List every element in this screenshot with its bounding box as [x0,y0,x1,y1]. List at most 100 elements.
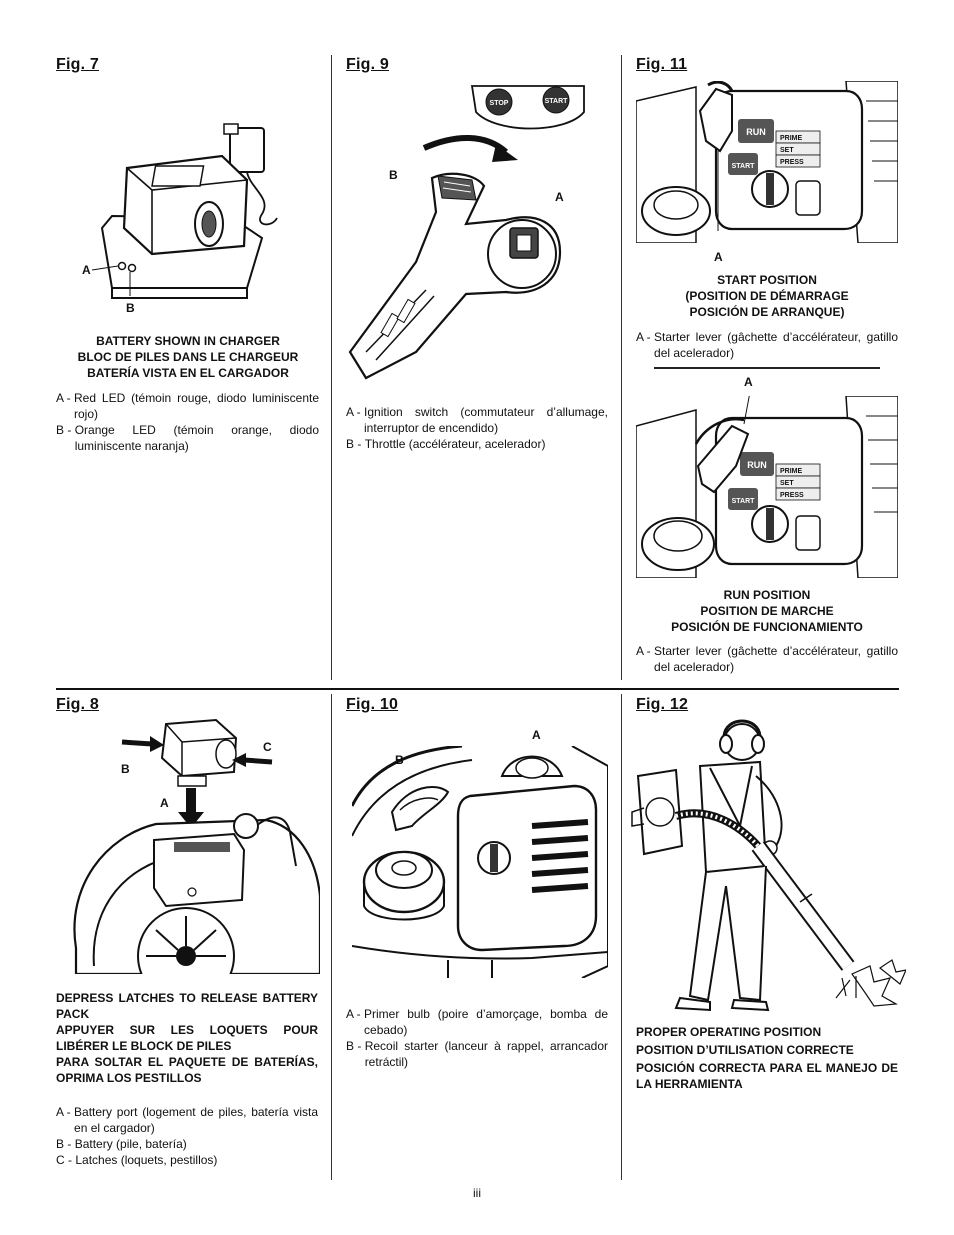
legend-key: B - [56,1137,72,1151]
fig11-start-position-illustration: RUN START PRIME SET PRESS [636,81,898,243]
legend-item: A - Ignition switch (commutateur d’allum… [346,404,608,436]
column-divider-left [331,55,332,680]
fig11-run-legend: A - Starter lever (gâchette d’accélérate… [636,643,898,675]
fig7-title: Fig. 7 [56,56,99,73]
fig11-press-label: PRESS [780,159,804,166]
legend-item: B - Battery (pile, batería) [56,1136,318,1152]
fig8-caption: DEPRESS LATCHES TO RELEASE BATTERY PACK … [56,990,318,1086]
legend-item: B - Recoil starter (lanceur à rappel, ar… [346,1038,608,1070]
legend-key: A - [636,644,651,658]
fig11-run-caption-line: RUN POSITION [723,588,811,602]
fig11-run-label-lower: RUN [747,460,767,470]
fig11-start-legend: A - Starter lever (gâchette d’accélérate… [636,329,898,361]
legend-text: Ignition switch (commutateur d’allumage,… [364,405,608,435]
column-divider-left-lower [331,694,332,1180]
fig7-caption: BATTERY SHOWN IN CHARGER BLOC DE PILES D… [56,333,320,381]
legend-text: Recoil starter (lanceur à rappel, arranc… [364,1039,608,1069]
fig11-start-caption-line: (POSITION DE DÉMARRAGE [685,289,849,303]
fig11-press-label-lower: PRESS [780,492,804,499]
fig10-engine-illustration [352,746,608,978]
fig11-start-caption-line: START POSITION [717,273,817,287]
fig9-callout-b: B [389,168,398,182]
fig9-start-label: START [545,98,569,105]
fig7-battery-charger-illustration [72,118,292,303]
fig8-callout-c: C [263,740,272,754]
fig11-separator [654,367,880,369]
fig11-run-position-illustration: RUN START PRIME SET PRESS [636,396,898,578]
fig11-run-caption: RUN POSITION POSITION DE MARCHE POSICIÓN… [636,587,898,635]
fig7-legend: A - Red LED (témoin rouge, diodo luminis… [56,390,319,454]
fig11-run-label: RUN [746,127,766,137]
fig12-caption: PROPER OPERATING POSITION POSITION D’UTI… [636,1024,898,1092]
fig8-legend: A - Battery port (logement de piles, bat… [56,1104,318,1168]
fig11-start-caption-line: POSICIÓN DE ARRANQUE) [689,305,845,319]
legend-key: A - [56,391,71,405]
fig8-title: Fig. 8 [56,696,99,713]
fig7-caption-line: BATTERY SHOWN IN CHARGER [96,334,280,348]
legend-key: A - [346,1007,361,1021]
fig12-title: Fig. 12 [636,696,689,713]
fig11-start-caption: START POSITION (POSITION DE DÉMARRAGE PO… [636,272,898,320]
fig12-caption-line: POSITION D’UTILISATION CORRECTE [636,1043,854,1057]
fig8-caption-line: PARA SOLTAR EL PAQUETE DE BATERÍAS, OPRI… [56,1055,318,1085]
fig12-caption-line: POSICIÓN CORRECTA PARA EL MANEJO DE LA H… [636,1061,898,1091]
fig11-bottom-callout-a: A [744,375,753,389]
fig11-start-label: START [732,163,756,170]
legend-item: A - Starter lever (gâchette d’accélérate… [636,643,898,675]
legend-key: B - [346,1039,362,1053]
legend-text: Primer bulb (poire d’amorçage, bomba de … [364,1007,608,1037]
column-divider-right-lower [621,694,622,1180]
legend-item: C - Latches (loquets, pestillos) [56,1152,318,1168]
legend-item: A - Red LED (témoin rouge, diodo luminis… [56,390,319,422]
legend-key: A - [346,405,361,419]
fig11-run-caption-line: POSITION DE MARCHE [700,604,834,618]
legend-item: B - Orange LED (témoin orange, diodo lum… [56,422,319,454]
fig10-callout-a: A [532,728,541,742]
fig9-title: Fig. 9 [346,56,389,73]
fig11-top-callout-a: A [714,250,723,264]
legend-text: Red LED (témoin rouge, diodo luminiscent… [74,391,319,421]
fig8-caption-line: APPUYER SUR LES LOQUETS POUR LIBÉRER LE … [56,1023,318,1053]
legend-item: A - Starter lever (gâchette d’accélérate… [636,329,898,361]
row-divider [56,688,899,690]
fig11-start-label-lower: START [732,498,756,505]
fig8-battery-release-illustration [66,716,320,974]
fig8-callout-b: B [121,762,130,776]
fig7-caption-line: BLOC DE PILES DANS LE CHARGEUR [77,350,299,364]
legend-text: Orange LED (témoin orange, diodo luminis… [74,423,319,453]
legend-key: B - [56,423,72,437]
fig8-caption-line: DEPRESS LATCHES TO RELEASE BATTERY PACK [56,991,318,1021]
fig11-prime-label: PRIME [780,135,803,142]
fig11-run-caption-line: POSICIÓN DE FUNCIONAMIENTO [671,620,863,634]
fig7-callout-a: A [82,263,91,277]
fig10-callout-b: B [395,753,404,767]
fig8-callout-a: A [160,796,169,810]
column-divider-right [621,55,622,680]
fig10-title: Fig. 10 [346,696,399,713]
fig7-callout-b: B [126,301,135,315]
fig11-set-label-lower: SET [780,480,794,487]
legend-item: A - Primer bulb (poire d’amorçage, bomba… [346,1006,608,1038]
fig12-operator-illustration [630,716,906,1012]
legend-item: B - Throttle (accélérateur, acelerador) [346,436,608,452]
legend-text: Throttle (accélérateur, acelerador) [364,437,546,451]
fig9-stop-label: STOP [490,100,509,107]
fig11-prime-label-lower: PRIME [780,468,803,475]
fig9-throttle-illustration: STOP START [346,82,608,382]
legend-key: C - [56,1153,72,1167]
fig11-title: Fig. 11 [636,56,688,73]
legend-item: A - Battery port (logement de piles, bat… [56,1104,318,1136]
legend-text: Battery port (logement de piles, batería… [74,1105,318,1135]
fig9-callout-a: A [555,190,564,204]
fig7-caption-line: BATERÍA VISTA EN EL CARGADOR [87,366,289,380]
legend-key: B - [346,437,362,451]
fig9-legend: A - Ignition switch (commutateur d’allum… [346,404,608,452]
legend-key: A - [56,1105,71,1119]
page-number: iii [473,1186,481,1200]
legend-text: Latches (loquets, pestillos) [75,1153,218,1167]
fig12-caption-line: PROPER OPERATING POSITION [636,1025,822,1039]
fig10-legend: A - Primer bulb (poire d’amorçage, bomba… [346,1006,608,1070]
legend-text: Starter lever (gâchette d’accélérateur, … [654,330,898,360]
legend-text: Battery (pile, batería) [74,1137,187,1151]
fig11-set-label: SET [780,147,794,154]
